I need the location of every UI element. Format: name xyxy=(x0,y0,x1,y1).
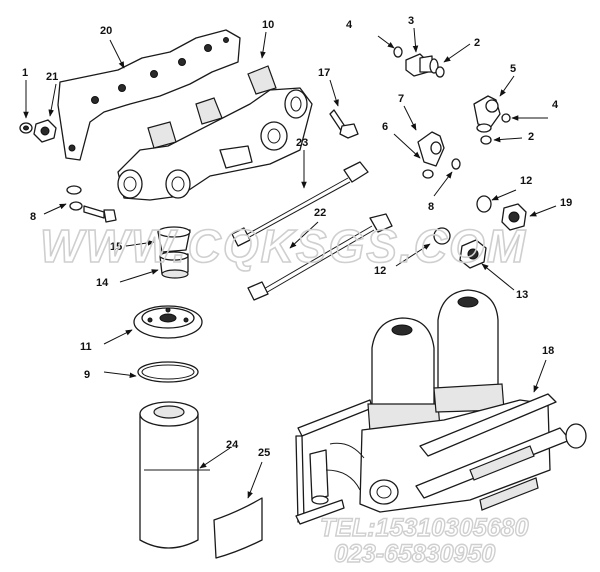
callout-25: 25 xyxy=(258,447,270,459)
part-12-oring-lower xyxy=(433,227,451,245)
callout-8-left: 8 xyxy=(30,211,36,223)
part-2-oring-top xyxy=(435,66,445,78)
part-7-elbow xyxy=(417,131,445,167)
callout-2: 2 xyxy=(474,37,480,49)
part-9-gasket xyxy=(137,361,199,383)
callout-12: 12 xyxy=(520,175,532,187)
callout-11: 11 xyxy=(80,341,92,353)
callout-5: 5 xyxy=(510,63,516,75)
callout-24: 24 xyxy=(226,439,239,451)
part-15-fitting xyxy=(157,226,191,253)
part-11-seal-ring xyxy=(133,305,203,339)
callout-14: 14 xyxy=(96,277,109,289)
part-18-filter-assembly xyxy=(295,289,587,525)
callout-13: 13 xyxy=(516,289,528,301)
part-6-oring xyxy=(422,169,434,179)
part-19-plug xyxy=(501,203,527,231)
callout-15: 15 xyxy=(110,241,122,253)
callout-19: 19 xyxy=(560,197,572,209)
callout-7: 7 xyxy=(398,93,404,105)
part-24-filter xyxy=(139,401,210,549)
callout-20: 20 xyxy=(100,25,112,37)
part-1-washer xyxy=(19,122,33,134)
callout-17: 17 xyxy=(318,67,330,79)
part-5-elbow xyxy=(473,95,501,133)
callout-labels: 20 10 4 3 2 1 21 17 5 7 4 6 2 23 8 12 19… xyxy=(22,15,572,459)
callout-6: 6 xyxy=(382,121,388,133)
callout-21: 21 xyxy=(46,71,58,83)
part-3-fitting xyxy=(405,53,439,77)
callout-18: 18 xyxy=(542,345,554,357)
part-8-oring xyxy=(451,158,461,170)
part-14-adapter xyxy=(159,251,189,279)
callout-4: 4 xyxy=(346,19,353,31)
part-23-tube xyxy=(231,161,369,247)
leader-arrows xyxy=(23,27,557,499)
part-10-manifold xyxy=(117,65,313,201)
part-4-oring-top xyxy=(393,46,403,58)
part-4-oring-right xyxy=(501,113,511,123)
part-21-nut xyxy=(33,119,57,143)
callout-9: 9 xyxy=(84,369,90,381)
callout-3: 3 xyxy=(408,15,414,27)
watermark-site: WWW.CQKSGS.COM xyxy=(40,220,527,272)
callout-4-right: 4 xyxy=(552,99,559,111)
part-20-gasket xyxy=(57,29,241,161)
callout-23: 23 xyxy=(296,137,308,149)
part-22-tube xyxy=(247,213,393,301)
callout-8: 8 xyxy=(428,201,434,213)
part-17-bolt xyxy=(329,109,359,139)
part-12-oring xyxy=(476,195,492,213)
part-13-plug xyxy=(459,239,487,269)
callout-10: 10 xyxy=(262,19,274,31)
watermark-tel: TEL:15310305680 xyxy=(320,514,529,542)
watermark: WWW.CQKSGS.COM TEL:15310305680 023-65830… xyxy=(39,219,529,569)
watermark-tel2: 023-65830950 xyxy=(334,540,495,568)
part-8-bolt-washer xyxy=(66,185,117,223)
part-25-sleeve xyxy=(213,497,263,559)
callout-2-right: 2 xyxy=(528,131,534,143)
callout-12-lower: 12 xyxy=(374,265,386,277)
callout-22: 22 xyxy=(314,207,326,219)
part-2-oring-right xyxy=(480,135,492,145)
callout-1: 1 xyxy=(22,67,28,79)
